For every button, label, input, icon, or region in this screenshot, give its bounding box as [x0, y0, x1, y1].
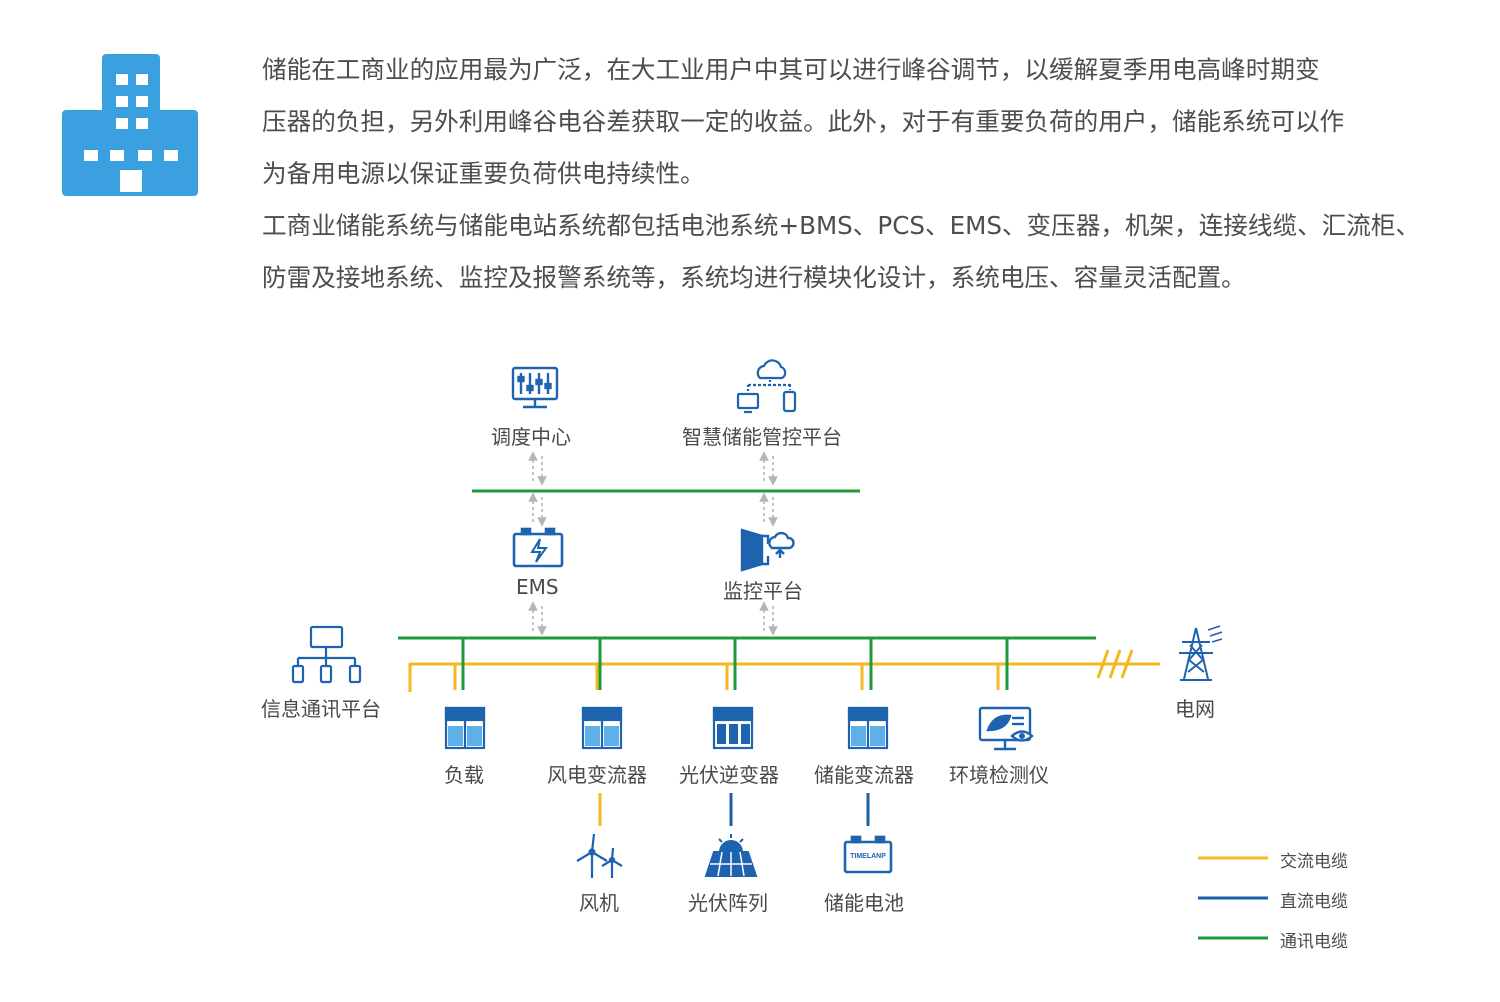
smart-platform-label: 智慧储能管控平台 [682, 425, 842, 449]
storage-battery-icon [843, 835, 893, 874]
wind-turbine-label: 风机 [579, 891, 619, 915]
env-monitor-icon [978, 706, 1034, 751]
intro-line: 压器的负担，另外利用峰谷电谷差获取一定的收益。此外，对于有重要负荷的用户，储能系… [262, 107, 1345, 136]
ems-battery-icon [512, 527, 564, 568]
wind-turbine-icon [576, 833, 623, 878]
cloud-platform-icon [736, 359, 797, 414]
data-flow-arrows [528, 451, 778, 636]
intro-line: 防雷及接地系统、监控及报警系统等，系统均进行模块化设计，系统电压、容量灵活配置。 [262, 263, 1246, 292]
solar-panel-icon [704, 834, 758, 877]
info-platform-label: 信息通讯平台 [261, 697, 381, 721]
grid-label: 电网 [1175, 697, 1215, 721]
dispatch-center-icon [511, 366, 559, 409]
building-icon [62, 54, 198, 196]
legend-comm-label: 通讯电缆 [1280, 932, 1348, 952]
battery-brand-text: TIMELANP [850, 853, 886, 860]
load-label: 负载 [444, 763, 484, 787]
dispatch-center-label: 调度中心 [491, 425, 571, 449]
legend-ac-label: 交流电缆 [1280, 852, 1348, 872]
power-tower-icon [1179, 625, 1223, 681]
network-icon [291, 625, 362, 684]
storage-battery-label: 储能电池 [824, 891, 904, 915]
wind-converter-label: 风电变流器 [547, 763, 647, 787]
env-monitor-label: 环境检测仪 [949, 763, 1049, 787]
monitor-platform-label: 监控平台 [723, 579, 803, 603]
ac-bus [408, 649, 1160, 692]
cabinet-icons [444, 706, 889, 750]
legend-dc-label: 直流电缆 [1280, 892, 1348, 912]
monitor-platform-icon [740, 528, 795, 572]
pv-inverter-label: 光伏逆变器 [679, 763, 779, 787]
intro-text: 储能在工商业的应用最为广泛，在大工业用户中其可以进行峰谷调节，以缓解夏季用电高峰… [262, 44, 1452, 304]
intro-line: 工商业储能系统与储能电站系统都包括电池系统+BMS、PCS、EMS、变压器，机架… [262, 211, 1421, 240]
intro-line: 为备用电源以保证重要负荷供电持续性。 [262, 159, 705, 188]
pv-array-label: 光伏阵列 [688, 891, 768, 915]
intro-line: 储能在工商业的应用最为广泛，在大工业用户中其可以进行峰谷调节，以缓解夏季用电高峰… [262, 55, 1320, 84]
storage-converter-label: 储能变流器 [814, 763, 914, 787]
ems-label: EMS [516, 575, 559, 599]
